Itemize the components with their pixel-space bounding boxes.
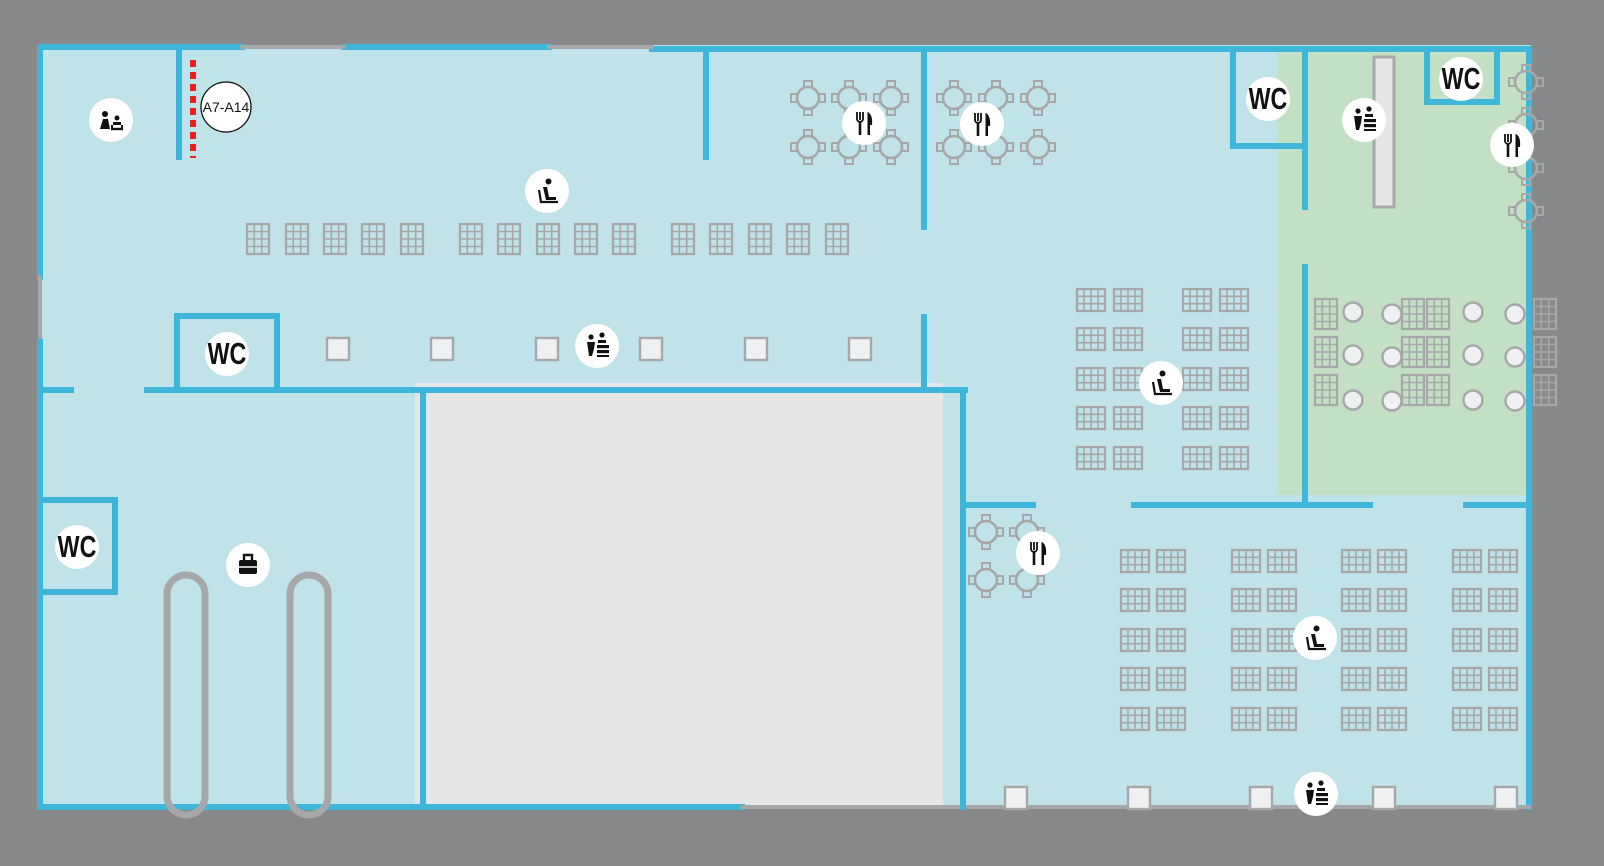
restroom-label: WC xyxy=(208,337,247,371)
pillar xyxy=(325,336,351,362)
restroom-wc-1[interactable]: WC xyxy=(205,332,249,376)
restricted-area xyxy=(415,383,943,807)
seating-area-icon[interactable] xyxy=(525,169,569,213)
gate-label[interactable]: A7-A14 xyxy=(200,81,252,133)
pillar xyxy=(847,336,873,362)
info-desk-icon[interactable] xyxy=(1342,98,1386,142)
restaurant-icon[interactable] xyxy=(960,102,1004,146)
pillar xyxy=(638,336,664,362)
lounge-stool xyxy=(1381,303,1403,325)
lounge-stool xyxy=(1462,301,1484,323)
pillar xyxy=(743,336,769,362)
pillar xyxy=(534,336,560,362)
lounge-stool xyxy=(1342,301,1364,323)
restroom-wc-4[interactable]: WC xyxy=(1439,57,1483,101)
restroom-label: WC xyxy=(1249,82,1288,116)
restaurant-icon[interactable] xyxy=(842,101,886,145)
baggage-claim-icon[interactable] xyxy=(226,543,270,587)
lounge-seat xyxy=(1532,373,1558,407)
lounge-stool xyxy=(1504,346,1526,368)
lounge-seat xyxy=(1532,297,1558,331)
lounge-stool xyxy=(1504,390,1526,412)
restaurant-icon[interactable] xyxy=(1490,123,1534,167)
family-room-icon[interactable] xyxy=(89,98,133,142)
icon-badge xyxy=(1490,123,1534,167)
restroom-wc-2[interactable]: WC xyxy=(55,525,99,569)
seating-area-icon[interactable] xyxy=(1293,616,1337,660)
baggage-carousel xyxy=(286,571,332,819)
pillar xyxy=(1126,785,1152,811)
pillar xyxy=(1493,785,1519,811)
icon-badge xyxy=(89,98,133,142)
lounge-stool xyxy=(1381,390,1403,412)
lounge-stool xyxy=(1342,389,1364,411)
amenity-icons xyxy=(89,98,1534,816)
pillar xyxy=(1248,785,1274,811)
pillar xyxy=(1003,785,1029,811)
lounge-stool xyxy=(1462,389,1484,411)
icon-badge xyxy=(1016,531,1060,575)
info-desk-icon[interactable] xyxy=(575,324,619,368)
gate-label-text: A7-A14 xyxy=(203,99,250,115)
baggage-carousel xyxy=(163,571,209,819)
restaurant-icon[interactable] xyxy=(1016,531,1060,575)
restroom-wc-3[interactable]: WC xyxy=(1246,77,1290,121)
restroom-label: WC xyxy=(1442,62,1481,96)
walls xyxy=(37,44,1532,810)
furniture-layer xyxy=(163,55,1558,819)
pillar xyxy=(1371,785,1397,811)
pillar xyxy=(429,336,455,362)
icon-badge xyxy=(960,102,1004,146)
lounge-stool xyxy=(1381,346,1403,368)
restroom-label: WC xyxy=(58,530,97,564)
lounge-seat xyxy=(1532,335,1558,369)
lounge-stool xyxy=(1504,303,1526,325)
seating-area-icon[interactable] xyxy=(1139,361,1183,405)
lounge-stool xyxy=(1342,344,1364,366)
info-desk-icon[interactable] xyxy=(1294,772,1338,816)
icon-badge xyxy=(842,101,886,145)
lounge-area xyxy=(1277,49,1529,495)
lounge-stool xyxy=(1462,344,1484,366)
